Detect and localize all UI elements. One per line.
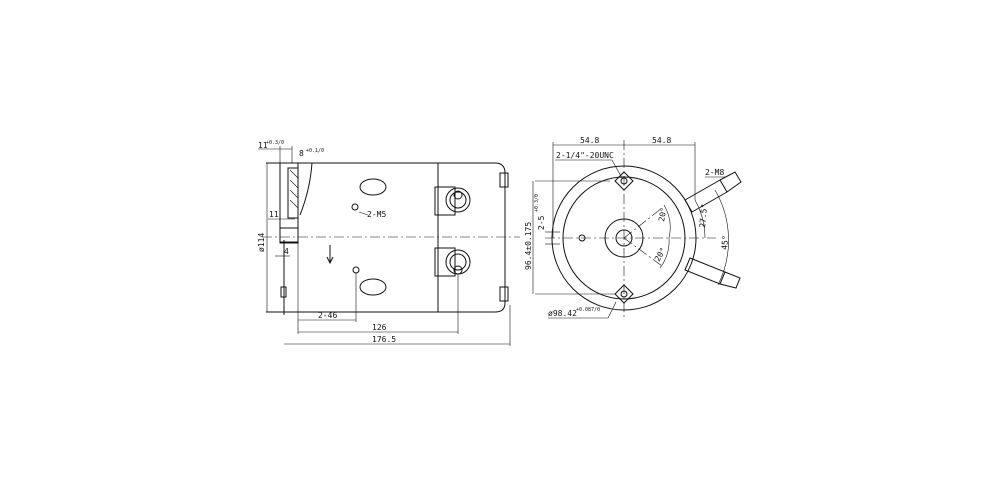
dim-pilot-depth: 8 bbox=[299, 149, 304, 158]
dim-diameter: ø114 bbox=[257, 233, 266, 252]
end-view: 54.8 54.8 2-1/4"-20UNC 2-M8 96.4±0.175 2… bbox=[524, 136, 742, 319]
dim-bolt-circle: 96.4±0.175 bbox=[524, 222, 533, 270]
mount-hole-top bbox=[614, 171, 634, 191]
dim-step: 11 bbox=[269, 210, 279, 219]
motor-body bbox=[297, 162, 506, 313]
dim-mount-thread: 2-1/4"-20UNC bbox=[556, 151, 614, 160]
rotation-arrow bbox=[326, 245, 334, 265]
tolerance: +0.3/0 bbox=[266, 140, 284, 146]
dim-half-width-right: 54.8 bbox=[652, 136, 671, 145]
terminal-stud-lower bbox=[684, 257, 741, 289]
dim-angle-upper: 20° bbox=[657, 207, 668, 223]
dim-half-width-left: 54.8 bbox=[580, 136, 599, 145]
m5-hole bbox=[352, 266, 360, 274]
side-view: ø114 2-M5 2-46 126 176.5 11 +0.3/0 8 +0.… bbox=[257, 140, 520, 346]
dim-offset: 4 bbox=[284, 247, 289, 256]
tolerance: +0.087/0 bbox=[576, 307, 600, 313]
cover-bottom bbox=[359, 278, 387, 296]
tolerance: +0.3/0 bbox=[534, 194, 540, 212]
dim-angle-lower: 20° bbox=[653, 246, 668, 263]
flange bbox=[279, 162, 313, 315]
bolt-top bbox=[499, 172, 509, 188]
cover-top bbox=[359, 178, 387, 196]
terminal-stud-upper bbox=[684, 171, 742, 213]
bolt-bottom bbox=[499, 286, 509, 302]
terminal-top bbox=[434, 186, 471, 216]
dim-hole-spacing: 2-46 bbox=[318, 311, 337, 320]
terminal-bottom bbox=[434, 247, 471, 277]
mount-hole-bottom bbox=[614, 284, 634, 304]
tolerance: +0.1/0 bbox=[306, 148, 324, 154]
dim-slot: 2-5 bbox=[537, 215, 546, 230]
m5-hole bbox=[351, 203, 359, 211]
dim-flange-thickness: 11 bbox=[258, 141, 268, 150]
dim-pilot-diameter: ø98.42 bbox=[548, 309, 577, 318]
dim-terminal-distance: 126 bbox=[372, 323, 387, 332]
dim-overall-length: 176.5 bbox=[372, 335, 396, 344]
dim-angle-terminals: 45° bbox=[720, 235, 730, 250]
dim-terminal-thread: 2-M8 bbox=[705, 168, 724, 177]
dim-holes: 2-M5 bbox=[367, 210, 386, 219]
dim-angle-terminal: 27.5° bbox=[698, 203, 709, 228]
